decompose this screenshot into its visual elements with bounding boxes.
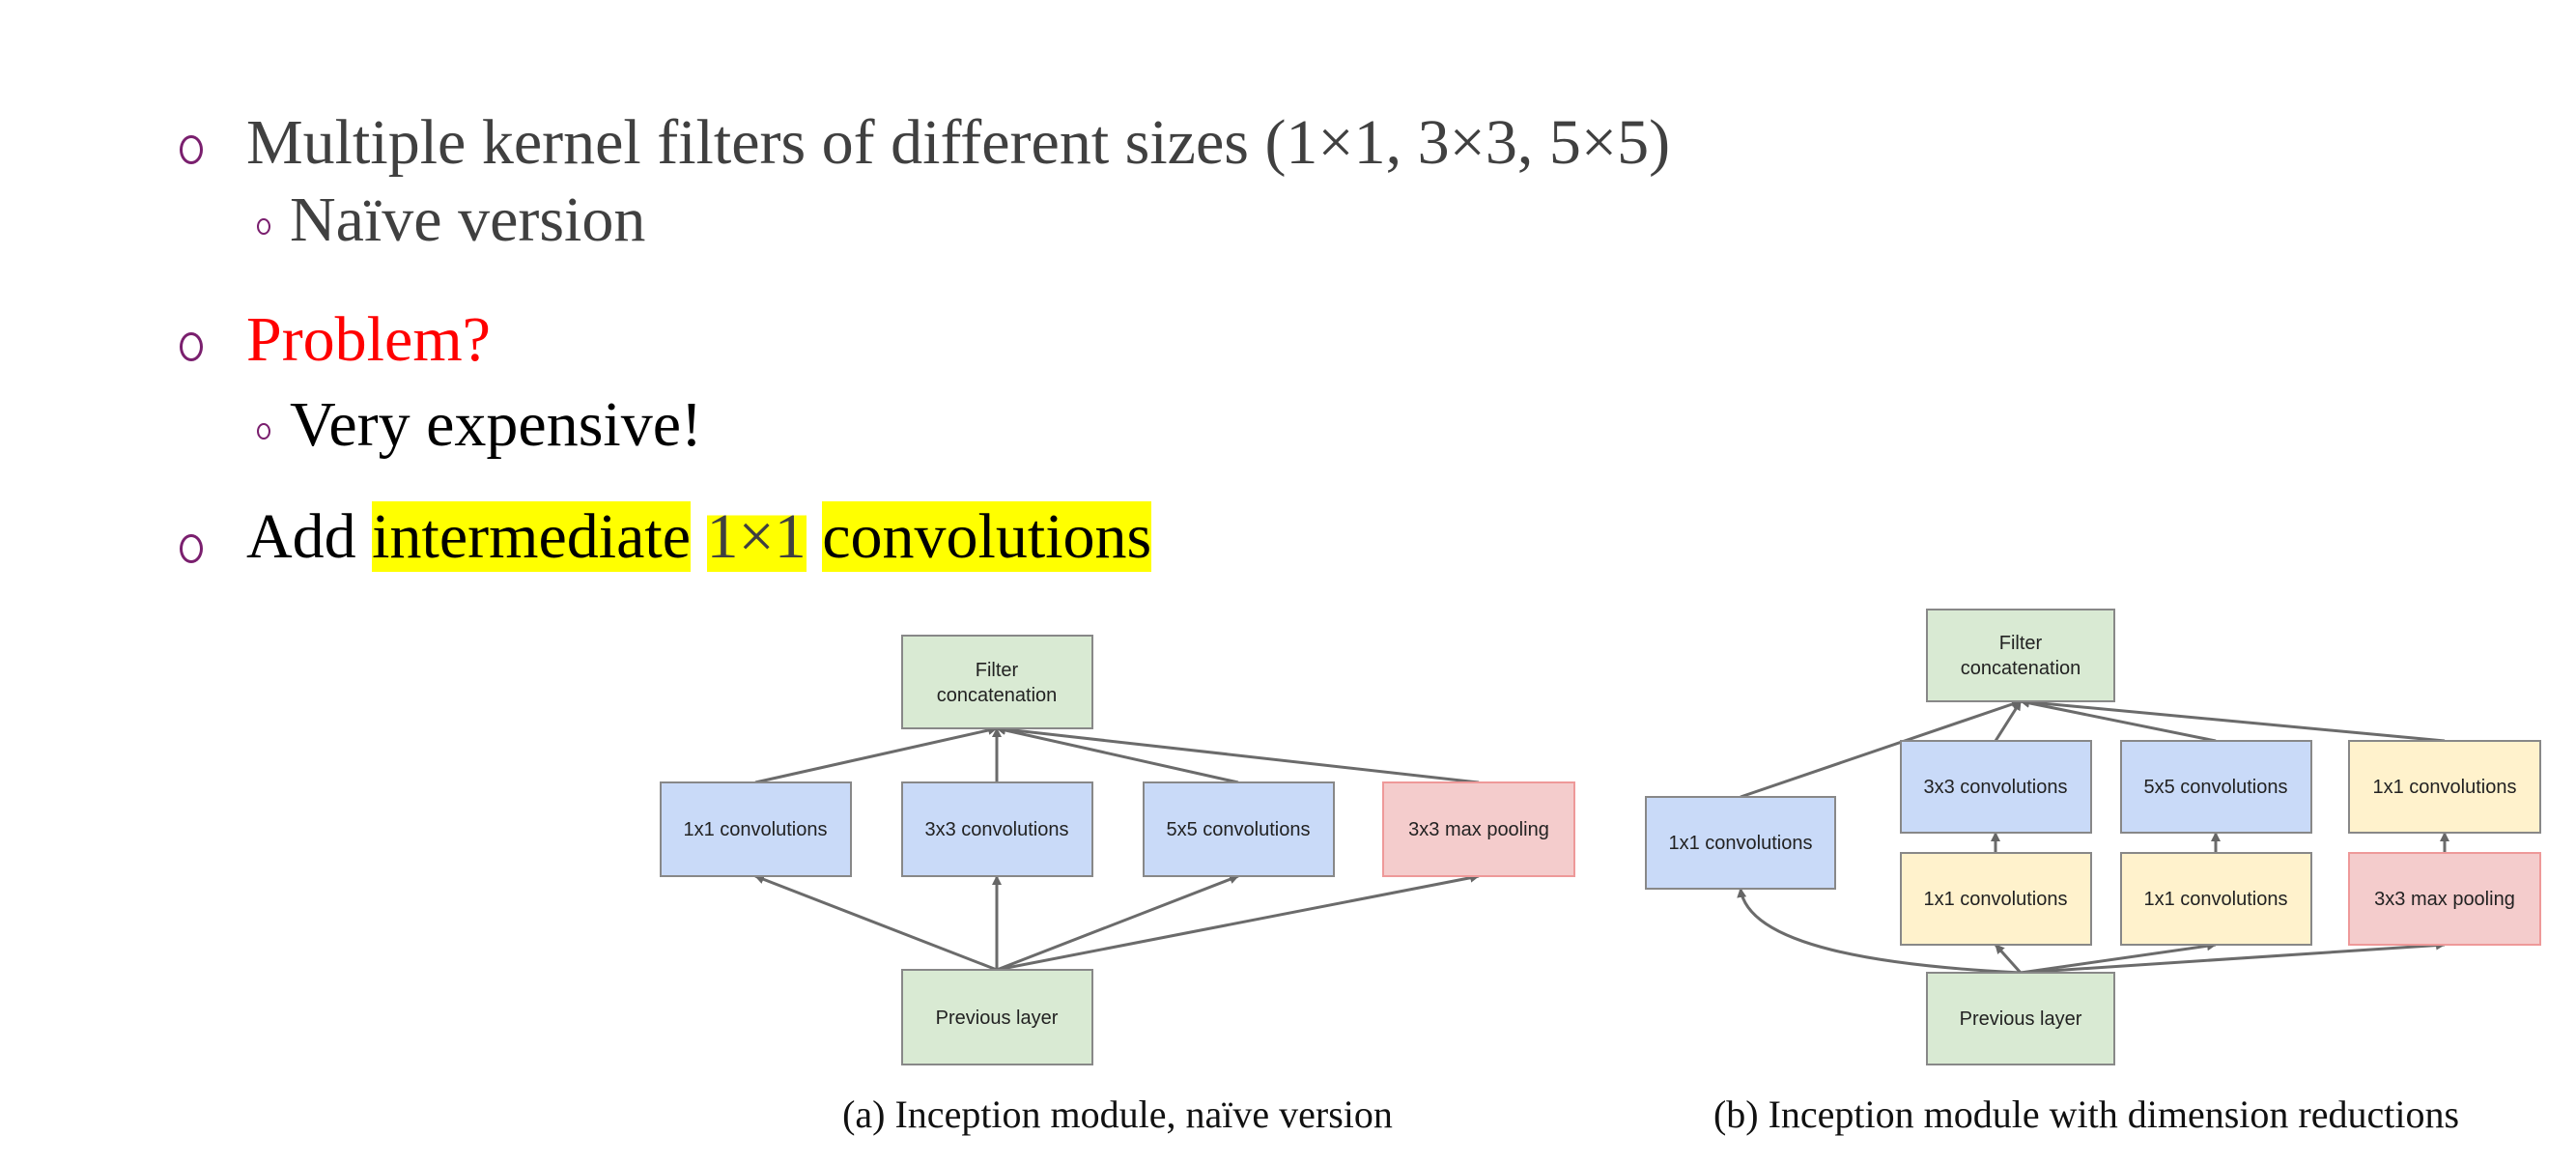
sub-bullet-icon bbox=[257, 218, 270, 235]
svg-text:1x1 convolutions: 1x1 convolutions bbox=[684, 819, 828, 840]
svg-text:1x1 convolutions: 1x1 convolutions bbox=[1669, 833, 1813, 854]
svg-text:1x1 convolutions: 1x1 convolutions bbox=[1924, 889, 2068, 910]
svg-text:Previous layer: Previous layer bbox=[936, 1008, 1059, 1029]
svg-text:Filter: Filter bbox=[1999, 633, 2043, 654]
sub-bullet-icon bbox=[257, 423, 270, 440]
bullet-icon bbox=[180, 332, 203, 361]
bullet-icon bbox=[180, 534, 203, 563]
svg-text:1x1 convolutions: 1x1 convolutions bbox=[2373, 777, 2517, 798]
svg-text:3x3 max pooling: 3x3 max pooling bbox=[1408, 819, 1549, 840]
bullet-multiple-kernels: Multiple kernel filters of different siz… bbox=[246, 107, 1671, 178]
svg-text:concatenation: concatenation bbox=[937, 685, 1058, 706]
b-3x3-reduce: 1x1 convolutions bbox=[1900, 852, 2092, 946]
svg-text:concatenation: concatenation bbox=[1961, 658, 2081, 679]
arrows-b bbox=[1737, 696, 2449, 975]
arrows-a bbox=[754, 724, 1480, 972]
b-max-pool: 3x3 max pooling bbox=[2348, 852, 2541, 946]
bullet-add-convolutions: Add intermediate 1×1 convolutions bbox=[246, 500, 1152, 574]
svg-text:Filter: Filter bbox=[976, 660, 1019, 681]
highlight-convolutions: convolutions bbox=[822, 501, 1152, 572]
highlight-intermediate: intermediate bbox=[372, 501, 692, 572]
svg-text:5x5 convolutions: 5x5 convolutions bbox=[1167, 819, 1311, 840]
a-max-pool: 3x3 max pooling bbox=[1382, 781, 1575, 877]
b-filter-concatenation: Filter concatenation bbox=[1926, 609, 2115, 702]
a-filter-concatenation: Filter concatenation bbox=[901, 635, 1093, 729]
b-5x5-reduce: 1x1 convolutions bbox=[2120, 852, 2312, 946]
svg-text:1x1 convolutions: 1x1 convolutions bbox=[2144, 889, 2288, 910]
svg-text:3x3 max pooling: 3x3 max pooling bbox=[2374, 889, 2515, 910]
caption-b: (b) Inception module with dimension redu… bbox=[1713, 1093, 2459, 1136]
a-5x5-conv: 5x5 convolutions bbox=[1143, 781, 1335, 877]
b-3x3-conv: 3x3 convolutions bbox=[1900, 740, 2092, 834]
svg-text:3x3 convolutions: 3x3 convolutions bbox=[1924, 777, 2068, 798]
bullet-icon bbox=[180, 135, 203, 164]
svg-text:5x5 convolutions: 5x5 convolutions bbox=[2144, 777, 2288, 798]
b-1x1-conv: 1x1 convolutions bbox=[1645, 796, 1836, 890]
b-pool-projection: 1x1 convolutions bbox=[2348, 740, 2541, 834]
sub-bullet-naive: Naïve version bbox=[290, 185, 646, 255]
b-5x5-conv: 5x5 convolutions bbox=[2120, 740, 2312, 834]
b-previous-layer: Previous layer bbox=[1926, 972, 2115, 1065]
a-3x3-conv: 3x3 convolutions bbox=[901, 781, 1093, 877]
svg-text:3x3 convolutions: 3x3 convolutions bbox=[925, 819, 1069, 840]
a-previous-layer: Previous layer bbox=[901, 969, 1093, 1065]
bullet-problem: Problem? bbox=[246, 304, 491, 375]
math-1x1: 1×1 bbox=[706, 501, 807, 572]
text-add: Add bbox=[246, 501, 356, 572]
a-1x1-conv: 1x1 convolutions bbox=[660, 781, 852, 877]
caption-a: (a) Inception module, naïve version bbox=[842, 1093, 1393, 1136]
sub-bullet-expensive: Very expensive! bbox=[290, 389, 703, 460]
svg-text:Previous layer: Previous layer bbox=[1960, 1008, 2082, 1030]
